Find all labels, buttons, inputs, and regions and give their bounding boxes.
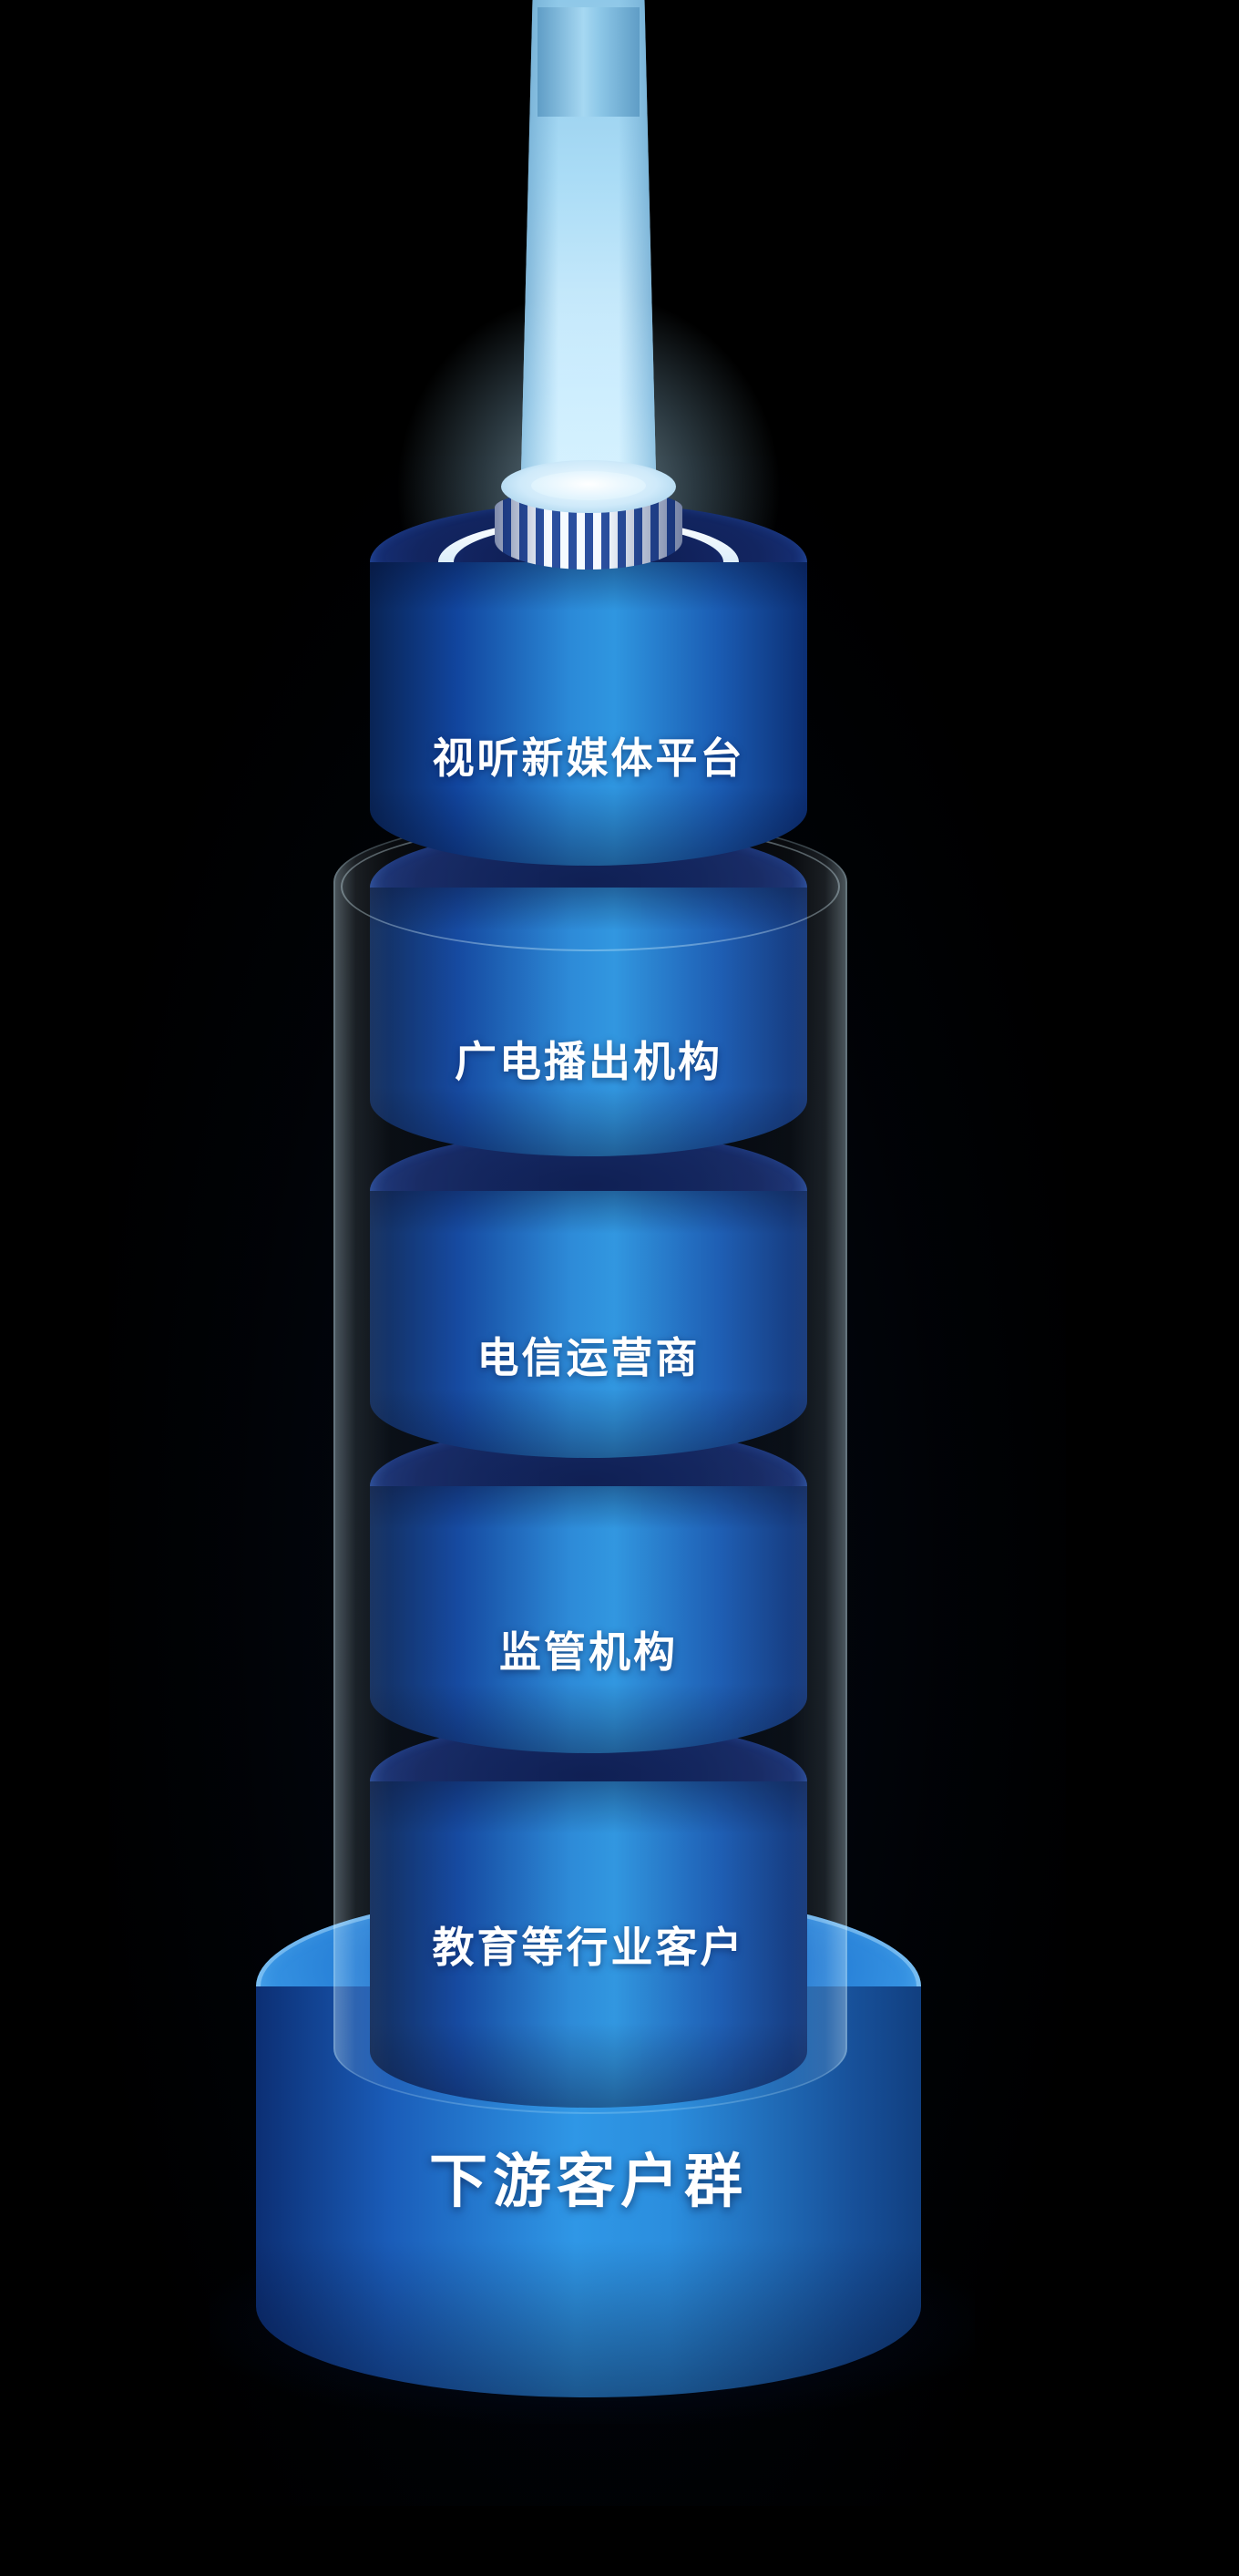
- base-label: 下游客户群: [429, 2149, 748, 2214]
- light-beam-top-segment: [538, 7, 640, 117]
- layer-label-1: 视听新媒体平台: [432, 734, 745, 782]
- glass-tube: [333, 816, 847, 2114]
- striped-cap: [495, 460, 682, 579]
- cylinder-body: [370, 562, 807, 866]
- cap-top-highlight: [531, 471, 646, 500]
